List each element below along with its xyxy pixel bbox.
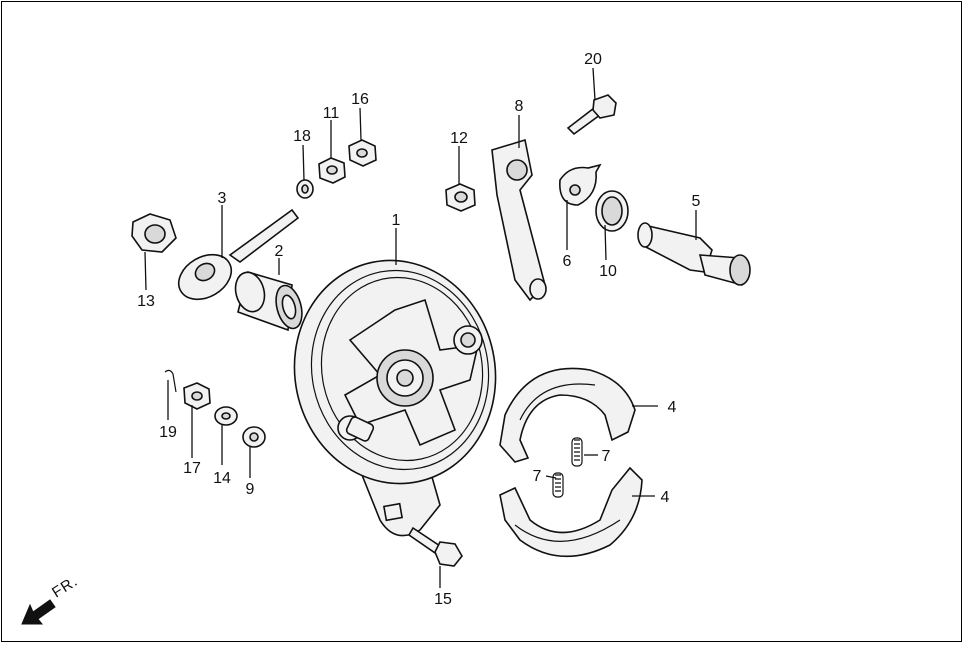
part-13-axle-nut — [131, 213, 177, 253]
part-18-washer — [296, 179, 314, 199]
part-3-chain-adjuster — [177, 208, 300, 301]
callout-14: 14 — [213, 470, 231, 487]
callout-4-lower: 4 — [661, 489, 670, 506]
callout-5: 5 — [692, 193, 701, 210]
part-10-seal — [595, 190, 629, 232]
part-17-castle-nut — [183, 382, 211, 410]
callout-12: 12 — [450, 130, 468, 147]
part-11-nut — [318, 157, 346, 184]
part-1-brake-panel — [293, 259, 497, 537]
callout-7-lower: 7 — [533, 468, 542, 485]
part-20-bolt — [566, 94, 617, 136]
leader-lines — [144, 67, 697, 588]
front-label: FR. — [49, 573, 81, 602]
callout-18: 18 — [293, 128, 311, 145]
part-7-spring-lower — [552, 472, 564, 498]
callout-11: 11 — [323, 105, 340, 122]
front-arrow-icon — [21, 599, 56, 625]
callout-7-upper: 7 — [602, 448, 611, 465]
callout-6: 6 — [563, 253, 572, 270]
part-16-nut — [348, 139, 377, 167]
callout-19: 19 — [159, 424, 177, 441]
front-direction-indicator: FR. — [21, 573, 81, 625]
callout-15: 15 — [434, 591, 452, 608]
callout-2: 2 — [275, 243, 284, 260]
part-19-cotter-pin — [164, 369, 177, 393]
part-4-upper-brake-shoe — [499, 367, 636, 463]
part-9-washer — [242, 426, 266, 448]
callout-13: 13 — [137, 293, 155, 310]
callout-16: 16 — [351, 91, 369, 108]
callout-4-upper: 4 — [668, 399, 677, 416]
part-7-spring-upper — [571, 437, 583, 467]
part-12-nut — [445, 183, 476, 212]
part-2-collar — [234, 270, 303, 332]
callout-20: 20 — [584, 51, 602, 68]
part-5-brake-cam — [637, 222, 751, 286]
callout-8: 8 — [515, 98, 524, 115]
callout-9: 9 — [246, 481, 255, 498]
part-6-indicator-plate — [559, 163, 602, 206]
callout-10: 10 — [599, 263, 617, 280]
callout-1: 1 — [392, 212, 401, 229]
part-4-lower-brake-shoe — [499, 466, 643, 558]
part-8-brake-arm — [491, 138, 547, 302]
callout-3: 3 — [218, 190, 227, 207]
callout-17: 17 — [183, 460, 201, 477]
part-14-washer — [214, 406, 238, 426]
part-15-pivot-bolt — [407, 526, 463, 567]
callout-numbers: 20 8 11 16 18 12 3 1 2 13 6 10 5 4 4 7 7… — [137, 51, 700, 608]
